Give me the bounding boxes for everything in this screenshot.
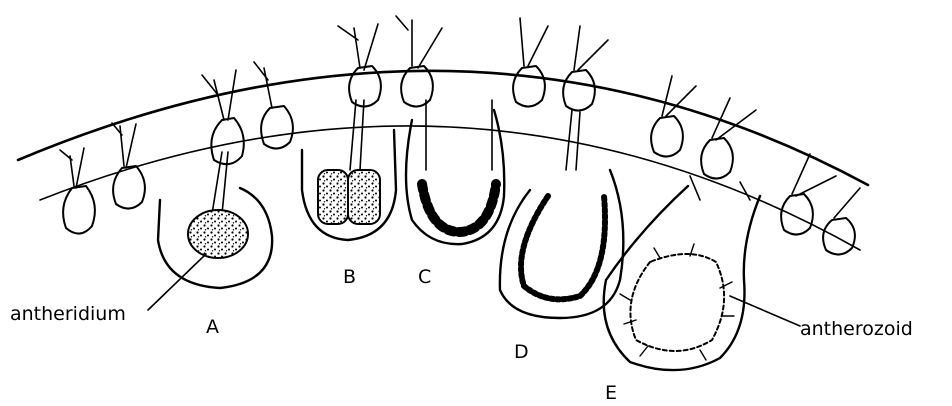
stage-e-label: E — [605, 384, 617, 403]
stage-a-label: A — [206, 318, 219, 337]
paraphysis-10 — [701, 98, 756, 179]
stage-d-label: D — [514, 343, 529, 362]
paraphysis-5 — [338, 24, 381, 107]
antherozoid-label: antherozoid — [800, 320, 913, 339]
antheridium-stage-c — [406, 100, 504, 244]
paraphysis-12 — [823, 188, 860, 255]
stage-c-label: C — [418, 268, 431, 287]
stage-b-label: B — [343, 268, 356, 287]
antheridium-leader-line — [148, 254, 206, 310]
antheridium-stage-b — [302, 100, 396, 240]
antheridium-label: antheridium — [10, 305, 126, 324]
antheridium-stage-e — [604, 176, 760, 370]
paraphysis-8 — [563, 26, 608, 111]
paraphysis-3 — [202, 70, 244, 164]
paraphysis-6 — [396, 16, 442, 107]
antheridium-stage-a — [158, 152, 272, 288]
paraphysis-9 — [651, 76, 696, 157]
paraphyses — [60, 16, 860, 255]
paraphysis-7 — [513, 18, 548, 107]
epidermis-outer-arc — [18, 71, 868, 185]
